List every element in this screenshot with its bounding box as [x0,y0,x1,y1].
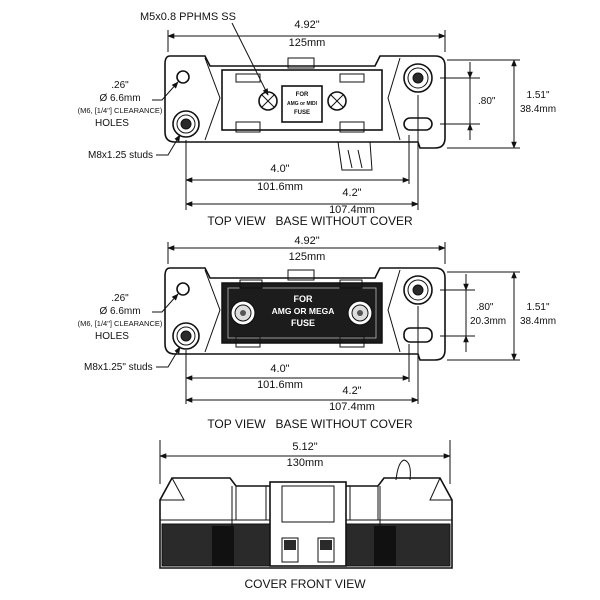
fuse-label-line1: FOR [294,294,313,304]
width-in-label: 4.92" [294,235,319,247]
caption-view1: TOP VIEW BASE WITHOUT COVER [207,214,413,228]
fuse-label-line3: FUSE [294,110,310,116]
cover-front-view: 5.12" 130mm COVER FRONT VIEW [159,440,453,591]
hole-mm-label: Ø 6.6mm [99,93,140,104]
top-view-2: FOR AMG OR MEGA FUSE 4.92" 125mm .26" Ø … [78,235,556,431]
fuse-stud-right-icon [347,300,373,326]
cover-width-in-label: 5.12" [292,441,317,453]
fuse-label-line2: AMG or MIDI [287,101,318,107]
fuse-label-line1: FOR [296,92,309,98]
screw-callout: M5x0.8 PPHMS SS [140,11,236,23]
hole-in-label: .26" [111,293,129,304]
span1-mm-label: 101.6mm [257,379,303,391]
span2-in-label: 4.2" [342,385,361,397]
hole-note-label: (M6, [1/4"] CLEARANCE) [78,319,163,328]
studs-label: M8x1.25" studs [84,362,153,373]
hole-mm-label: Ø 6.6mm [99,306,140,317]
height-small-mm-label: 20.3mm [470,316,506,327]
stud-left-icon [172,322,200,350]
hole-in-label: .26" [111,80,129,91]
height-in-label: 1.51" [526,302,549,313]
mount-hole-icon [176,282,190,296]
span2-in-label: 4.2" [342,187,361,199]
stud-left-icon [172,110,200,138]
cover-width-mm-label: 130mm [287,457,324,469]
screw-left-icon [258,91,278,111]
height-mm-label: 38.4mm [520,104,556,115]
fuse-stud-left-icon [230,300,256,326]
hole-note-label: (M6, [1/4"] CLEARANCE) [78,106,163,115]
hole-word-label: HOLES [95,118,129,129]
stud-right-icon [403,275,433,305]
width-mm-label: 125mm [289,251,326,263]
width-in-label: 4.92" [294,19,319,31]
width-mm-label: 125mm [289,37,326,49]
stud-right-icon [403,63,433,93]
top-view-1: FOR AMG or MIDI FUSE [78,11,556,228]
fuse-label-box [281,85,323,123]
screw-right-icon [327,91,347,111]
height-small-label: .80" [476,302,494,313]
span2-mm-label: 107.4mm [329,401,375,413]
span1-mm-label: 101.6mm [257,181,303,193]
mount-hole-icon [176,70,190,84]
caption-view2: TOP VIEW BASE WITHOUT COVER [207,417,413,431]
hole-word-label: HOLES [95,331,129,342]
height-small-label: .80" [478,96,496,107]
cover-center-window [269,481,347,567]
span1-in-label: 4.0" [270,363,289,375]
studs-label: M8x1.25 studs [88,150,153,161]
caption-view3: COVER FRONT VIEW [244,577,366,591]
fuse-label-line2: AMG OR MEGA [272,306,335,316]
height-mm-label: 38.4mm [520,316,556,327]
fuse-label-line3: FUSE [291,318,315,328]
span2-mm-label: 107.4mm [329,204,375,216]
span1-in-label: 4.0" [270,163,289,175]
height-in-label: 1.51" [526,90,549,101]
